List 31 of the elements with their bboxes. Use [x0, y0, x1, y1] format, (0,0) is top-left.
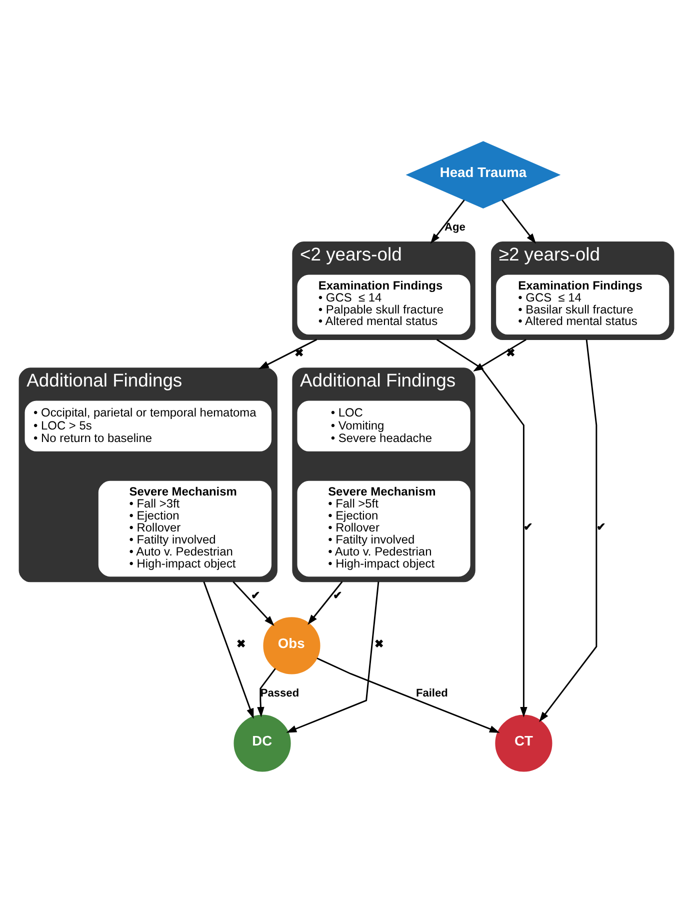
node-circle: CT — [495, 714, 552, 772]
node-box: Examination Findings • GCS ≤ 14 • Palpable skull fracture • Altered mental status — [297, 274, 470, 335]
arrow — [473, 338, 526, 372]
arrow — [539, 340, 598, 722]
node-diamond: Head Trauma — [406, 141, 561, 208]
arrow — [258, 338, 318, 370]
edge-label: ✔ — [333, 590, 342, 602]
node-box: • LOC • Vomiting • Severe headache — [297, 400, 470, 452]
edge-label: ✔ — [524, 522, 533, 534]
arrow — [308, 581, 343, 625]
node-circle: DC — [234, 714, 291, 772]
node-box: Severe Mechanism • Fall >3ft • Ejection • Rollover • Fatilty involved • Auto v. Pedestrian • High-impact object — [98, 480, 272, 577]
node-circle: Obs — [263, 617, 320, 674]
node-box: • Occipital, parietal or temporal hematoma • LOC > 5s • No return to baseline — [24, 400, 272, 452]
arrow — [257, 668, 276, 718]
arrow — [232, 581, 274, 626]
arrow — [436, 338, 528, 718]
edge-label: ✔ — [596, 522, 606, 534]
edge-label: ✔ — [251, 590, 260, 602]
node-box: Severe Mechanism • Fall >5ft • Ejection • Rollover • Fatilty involved • Auto v. Pedestrian • High-impact object — [297, 480, 470, 577]
edge-label: ✖ — [374, 638, 384, 651]
edge-label: Passed — [260, 687, 300, 700]
edge-label: Failed — [416, 687, 448, 700]
edge-label: Age — [444, 222, 466, 234]
arrow — [286, 582, 380, 733]
node-box: Examination Findings • GCS ≤ 14 • Basilar skull fracture • Altered mental status — [496, 274, 670, 335]
arrow — [203, 581, 254, 719]
edge-label: ✖ — [236, 638, 246, 651]
arrow — [430, 200, 465, 244]
arrow — [502, 200, 536, 244]
arrow — [316, 658, 500, 733]
